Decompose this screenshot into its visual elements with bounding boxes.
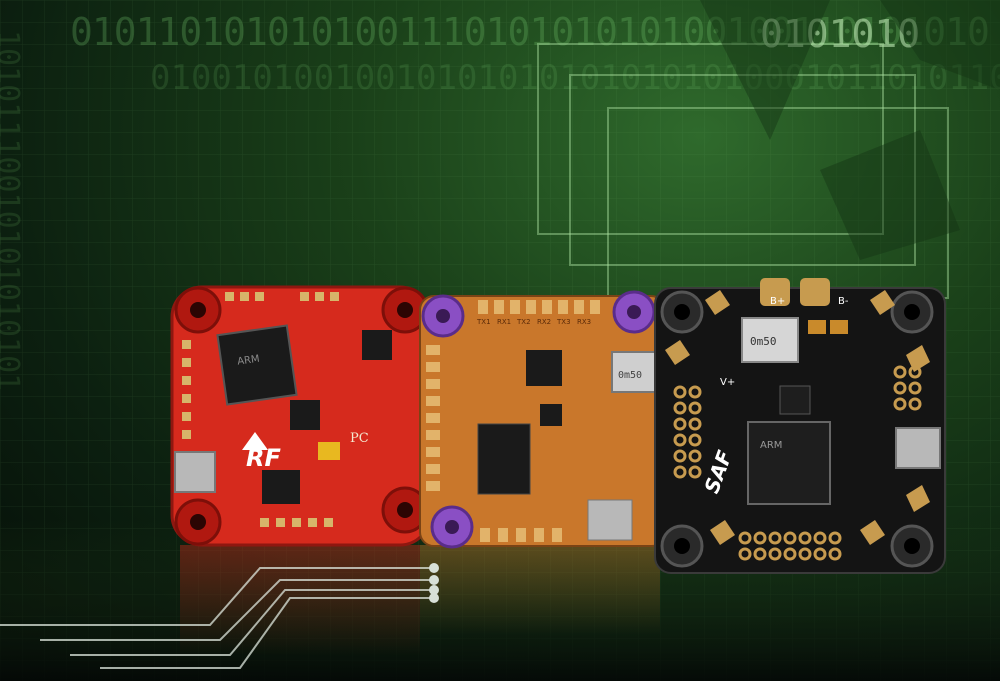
red-board-marking: PC <box>350 431 369 446</box>
orange-pin-tx1: TX1 <box>476 318 491 326</box>
orange-pin-rx3: RX3 <box>577 318 591 326</box>
orange-pin-rx1: RX1 <box>497 318 511 326</box>
black-mcu-chip <box>747 421 831 505</box>
red-mcu-chip <box>216 324 298 406</box>
black-pin-vplus: V+ <box>720 377 735 388</box>
black-inductor-label: 0m50 <box>750 335 777 348</box>
trace-nodes <box>429 563 439 603</box>
orange-flight-controller: 0m50 TX1 RX1 TX2 RX2 TX3 RX3 <box>419 290 666 549</box>
circuit-traces <box>0 567 432 669</box>
black-pin-bplus: B+ <box>770 296 785 307</box>
red-chip-label: ARM <box>237 354 261 368</box>
black-pin-bminus: B- <box>838 296 849 307</box>
orange-pin-rx2: RX2 <box>537 318 551 326</box>
red-flight-controller: ARM RF PC <box>170 285 432 547</box>
orange-pin-tx2: TX2 <box>516 318 531 326</box>
orange-inductor-label: 0m50 <box>618 370 642 381</box>
orange-board-reflection <box>420 545 660 635</box>
diagonal-shapes <box>700 0 1000 260</box>
orange-pin-tx3: TX3 <box>556 318 571 326</box>
red-board-reflection <box>180 545 420 655</box>
black-chip-label: ARM <box>760 440 782 451</box>
orange-mcu-chip <box>477 423 531 495</box>
black-flight-controller: ARM 0m50 SAF B+ B- V+ <box>654 278 946 574</box>
